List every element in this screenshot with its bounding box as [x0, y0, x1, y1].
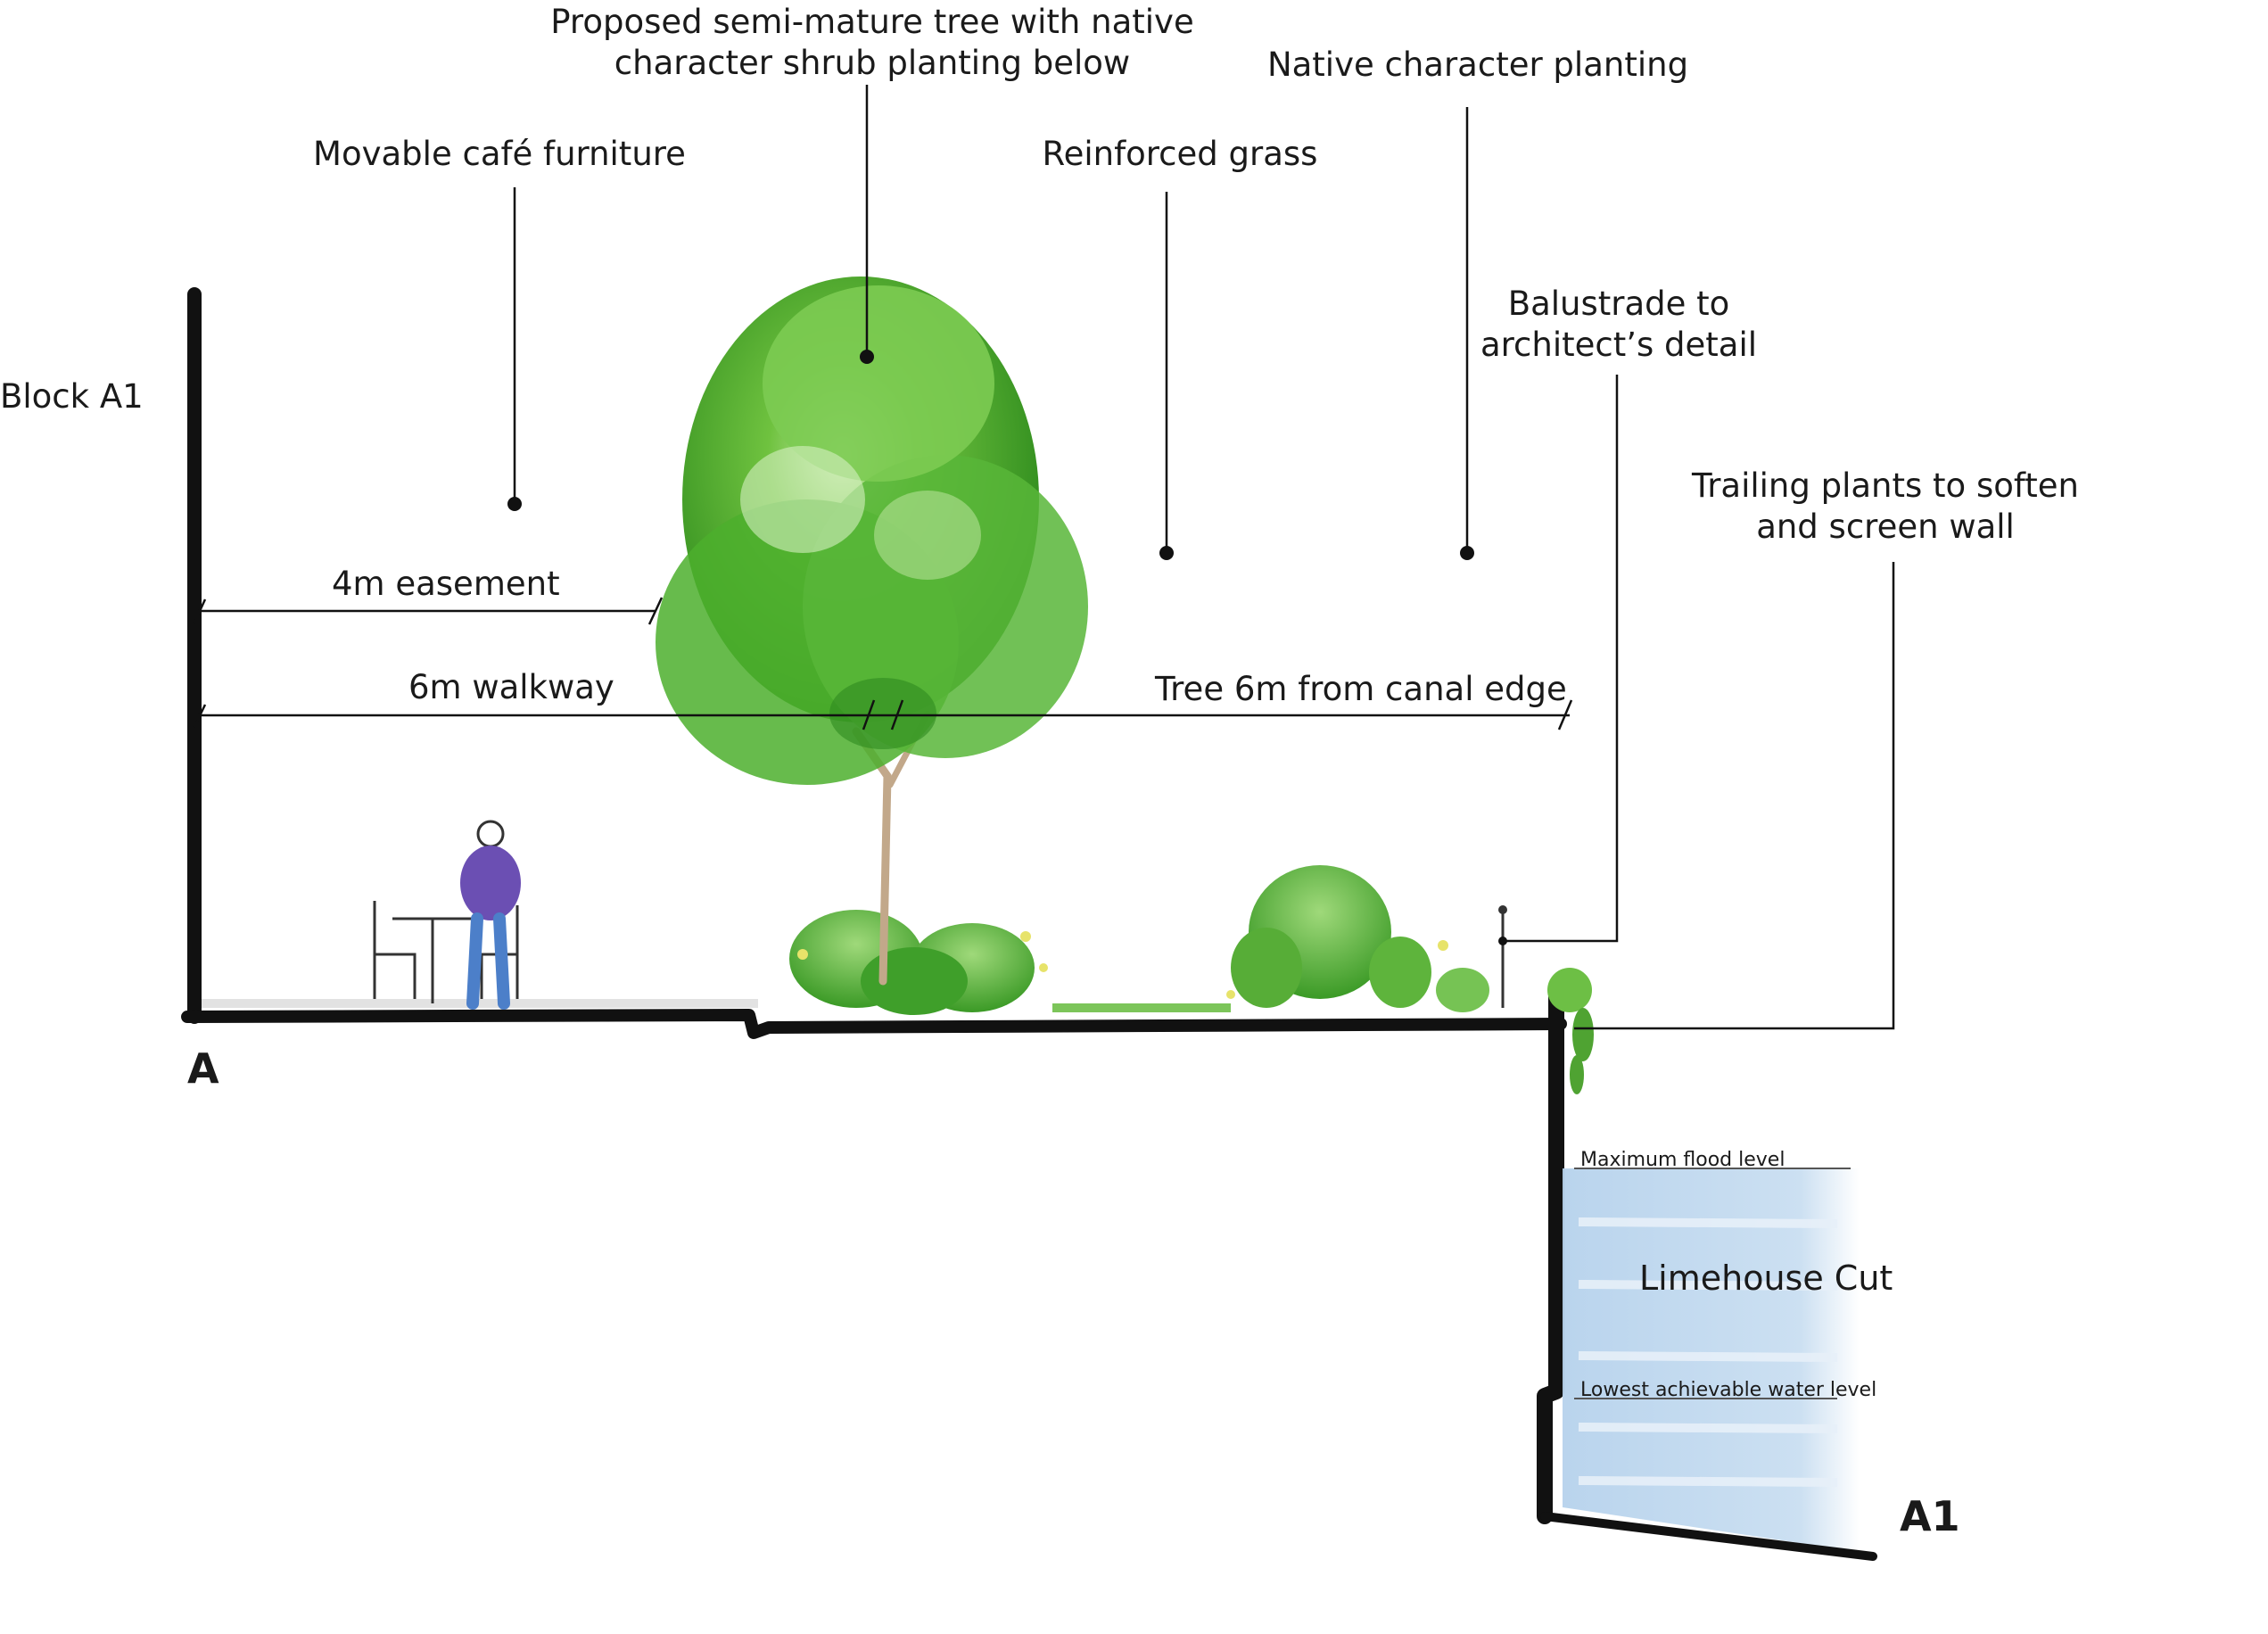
- balustrade-label-line-1: Balustrade to: [1507, 285, 1730, 323]
- trailing-plants-label: Trailing plants to soften and screen wal…: [1692, 466, 2079, 549]
- section-marker-end: A1: [1900, 1492, 1960, 1540]
- balustrade: [1498, 905, 1507, 1008]
- paving-band: [201, 999, 758, 1008]
- leader-dots: [507, 350, 1474, 560]
- cafe-furniture: [373, 901, 519, 1003]
- dimension-easement: [193, 597, 664, 625]
- leader-balustrade: [1503, 375, 1619, 943]
- tree-label-line-1: Proposed semi-mature tree with native: [550, 3, 1194, 41]
- walkway-label: 6m walkway: [408, 668, 614, 706]
- balustrade-label-line-2: architect’s detail: [1480, 326, 1758, 365]
- section-marker-start: A: [187, 1044, 219, 1093]
- trailing-plants-label-line-2: and screen wall: [1756, 508, 2015, 547]
- max-flood-label: Maximum flood level: [1580, 1149, 1786, 1171]
- ground-line: [181, 1009, 1567, 1039]
- person: [460, 820, 521, 1010]
- canal-wall: [1537, 986, 1564, 1524]
- leader-trailing: [1574, 562, 1895, 1030]
- lowest-water-label: Lowest achievable water level: [1580, 1379, 1877, 1401]
- tree-label: Proposed semi-mature tree with native ch…: [550, 2, 1193, 85]
- balustrade-label: Balustrade to architect’s detail: [1480, 284, 1757, 367]
- cafe-furniture-label: Movable café furniture: [313, 135, 686, 173]
- tree-canopy: [656, 276, 1088, 785]
- trailing-plants: [1547, 968, 1594, 1094]
- dimension-walkway: [193, 699, 1573, 730]
- reinforced-grass-label: Reinforced grass: [1042, 135, 1318, 173]
- native-planting-label: Native character planting: [1266, 45, 1689, 84]
- tree-label-line-2: character shrub planting below: [614, 44, 1131, 83]
- canal-bed: [1540, 1512, 1877, 1561]
- water-streaks: [1578, 1217, 1838, 1487]
- tree-distance-label: Tree 6m from canal edge: [1155, 670, 1567, 708]
- shrubs-under-tree: [789, 910, 1048, 1015]
- block-label: Block A1: [0, 377, 144, 416]
- canal-label: Limehouse Cut: [1639, 1259, 1893, 1298]
- leader-lines: [513, 85, 1895, 1030]
- native-planting: [1226, 865, 1489, 1012]
- easement-label: 4m easement: [332, 565, 560, 603]
- trailing-plants-label-line-1: Trailing plants to soften: [1692, 466, 2079, 505]
- reinforced-grass: [1052, 1003, 1231, 1012]
